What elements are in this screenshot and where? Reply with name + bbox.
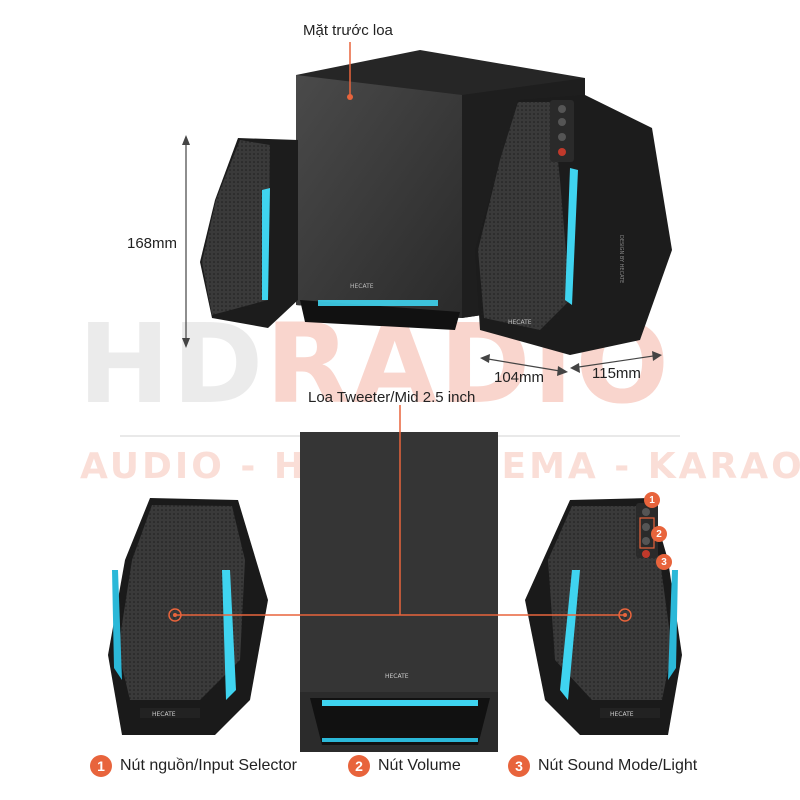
subwoofer-top-logo: HECATE <box>350 283 374 290</box>
svg-text:HECATE: HECATE <box>508 319 532 326</box>
svg-text:HECATE: HECATE <box>385 673 409 680</box>
legend-label: Nút Volume <box>378 757 461 774</box>
right-speaker-side-text: DESIGN BY HECATE <box>618 235 624 283</box>
marker-3: 3 <box>656 554 672 570</box>
legend-badge: 2 <box>348 755 370 777</box>
right-speaker-front: HECATE <box>525 498 682 735</box>
subwoofer-front: HECATE <box>300 432 498 752</box>
legend-item-sound-mode: 3 Nút Sound Mode/Light <box>508 755 697 777</box>
marker-1: 1 <box>644 492 660 508</box>
legend-label: Nút nguồn/Input Selector <box>120 757 298 774</box>
left-speaker-front: HECATE <box>108 498 268 735</box>
marker-2: 2 <box>651 526 667 542</box>
width-label-1: 104mm <box>494 369 545 386</box>
svg-text:HECATE: HECATE <box>152 711 176 718</box>
tweeter-label: Loa Tweeter/Mid 2.5 inch <box>308 389 476 406</box>
left-speaker-top <box>200 138 298 328</box>
legend-label: Nút Sound Mode/Light <box>538 757 698 774</box>
legend-badge: 1 <box>90 755 112 777</box>
legend-badge: 3 <box>508 755 530 777</box>
legend-item-volume: 2 Nút Volume <box>348 755 461 777</box>
svg-text:HECATE: HECATE <box>610 711 634 718</box>
front-label: Mặt trước loa <box>303 22 393 39</box>
width-label-2: 115mm <box>592 365 641 382</box>
right-speaker-top: DESIGN BY HECATE HECATE <box>475 95 672 355</box>
legend-item-power: 1 Nút nguồn/Input Selector <box>90 755 297 777</box>
height-label: 168mm <box>127 235 178 252</box>
